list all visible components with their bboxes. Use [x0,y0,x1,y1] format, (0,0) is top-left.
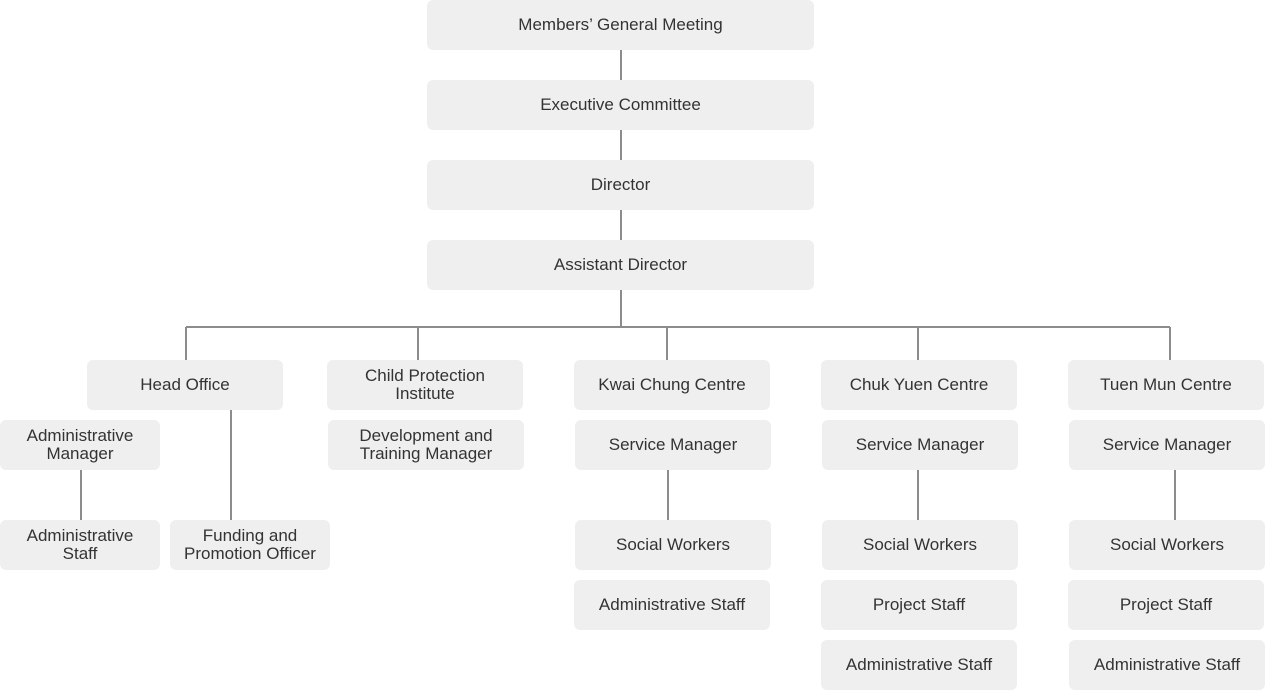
node-label: Administrative Manager [26,426,134,463]
node-label: Social Workers [863,535,977,554]
node-label: Assistant Director [553,255,688,274]
chuk-yuen-social-workers-box: Social Workers [822,520,1018,570]
node-label: Project Staff [872,595,966,614]
node-label: Service Manager [855,435,985,454]
node-label: Administrative Staff [845,655,993,674]
node-label: Service Manager [1102,435,1232,454]
node-label: Head Office [140,375,230,394]
node-label: Social Workers [1110,535,1224,554]
administrative-manager-box: Administrative Manager [0,420,160,470]
node-label: Social Workers [616,535,730,554]
node-label: Administrative Staff [598,595,746,614]
executive-committee-box: Executive Committee [427,80,814,130]
node-label: Child Protection Institute [364,366,485,403]
chuk-yuen-administrative-staff-box: Administrative Staff [821,640,1017,690]
node-label: Administrative Staff [1093,655,1241,674]
head-office-administrative-staff-box: Administrative Staff [0,520,160,570]
members-general-meeting-box: Members’ General Meeting [427,0,814,50]
node-label: Director [590,175,651,194]
node-label: Kwai Chung Centre [598,375,746,394]
chuk-yuen-service-manager-box: Service Manager [822,420,1018,470]
kwai-chung-administrative-staff-box: Administrative Staff [574,580,770,630]
director-box: Director [427,160,814,210]
child-protection-institute-box: Child Protection Institute [327,360,523,410]
chuk-yuen-centre-box: Chuk Yuen Centre [821,360,1017,410]
kwai-chung-service-manager-box: Service Manager [575,420,771,470]
tuen-mun-centre-box: Tuen Mun Centre [1068,360,1264,410]
tuen-mun-project-staff-box: Project Staff [1068,580,1264,630]
chuk-yuen-project-staff-box: Project Staff [821,580,1017,630]
node-label: Administrative Staff [26,526,134,563]
kwai-chung-centre-box: Kwai Chung Centre [574,360,770,410]
node-label: Executive Committee [540,95,701,114]
node-label: Chuk Yuen Centre [849,375,989,394]
node-label: Tuen Mun Centre [1100,375,1232,394]
node-label: Project Staff [1119,595,1213,614]
assistant-director-box: Assistant Director [427,240,814,290]
tuen-mun-service-manager-box: Service Manager [1069,420,1265,470]
development-training-manager-box: Development and Training Manager [328,420,524,470]
tuen-mun-administrative-staff-box: Administrative Staff [1069,640,1265,690]
funding-promotion-officer-box: Funding and Promotion Officer [170,520,330,570]
node-label: Members’ General Meeting [518,15,723,34]
tuen-mun-social-workers-box: Social Workers [1069,520,1265,570]
kwai-chung-social-workers-box: Social Workers [575,520,771,570]
node-label: Service Manager [608,435,738,454]
node-label: Development and Training Manager [359,426,493,463]
head-office-box: Head Office [87,360,283,410]
node-label: Funding and Promotion Officer [184,526,316,563]
